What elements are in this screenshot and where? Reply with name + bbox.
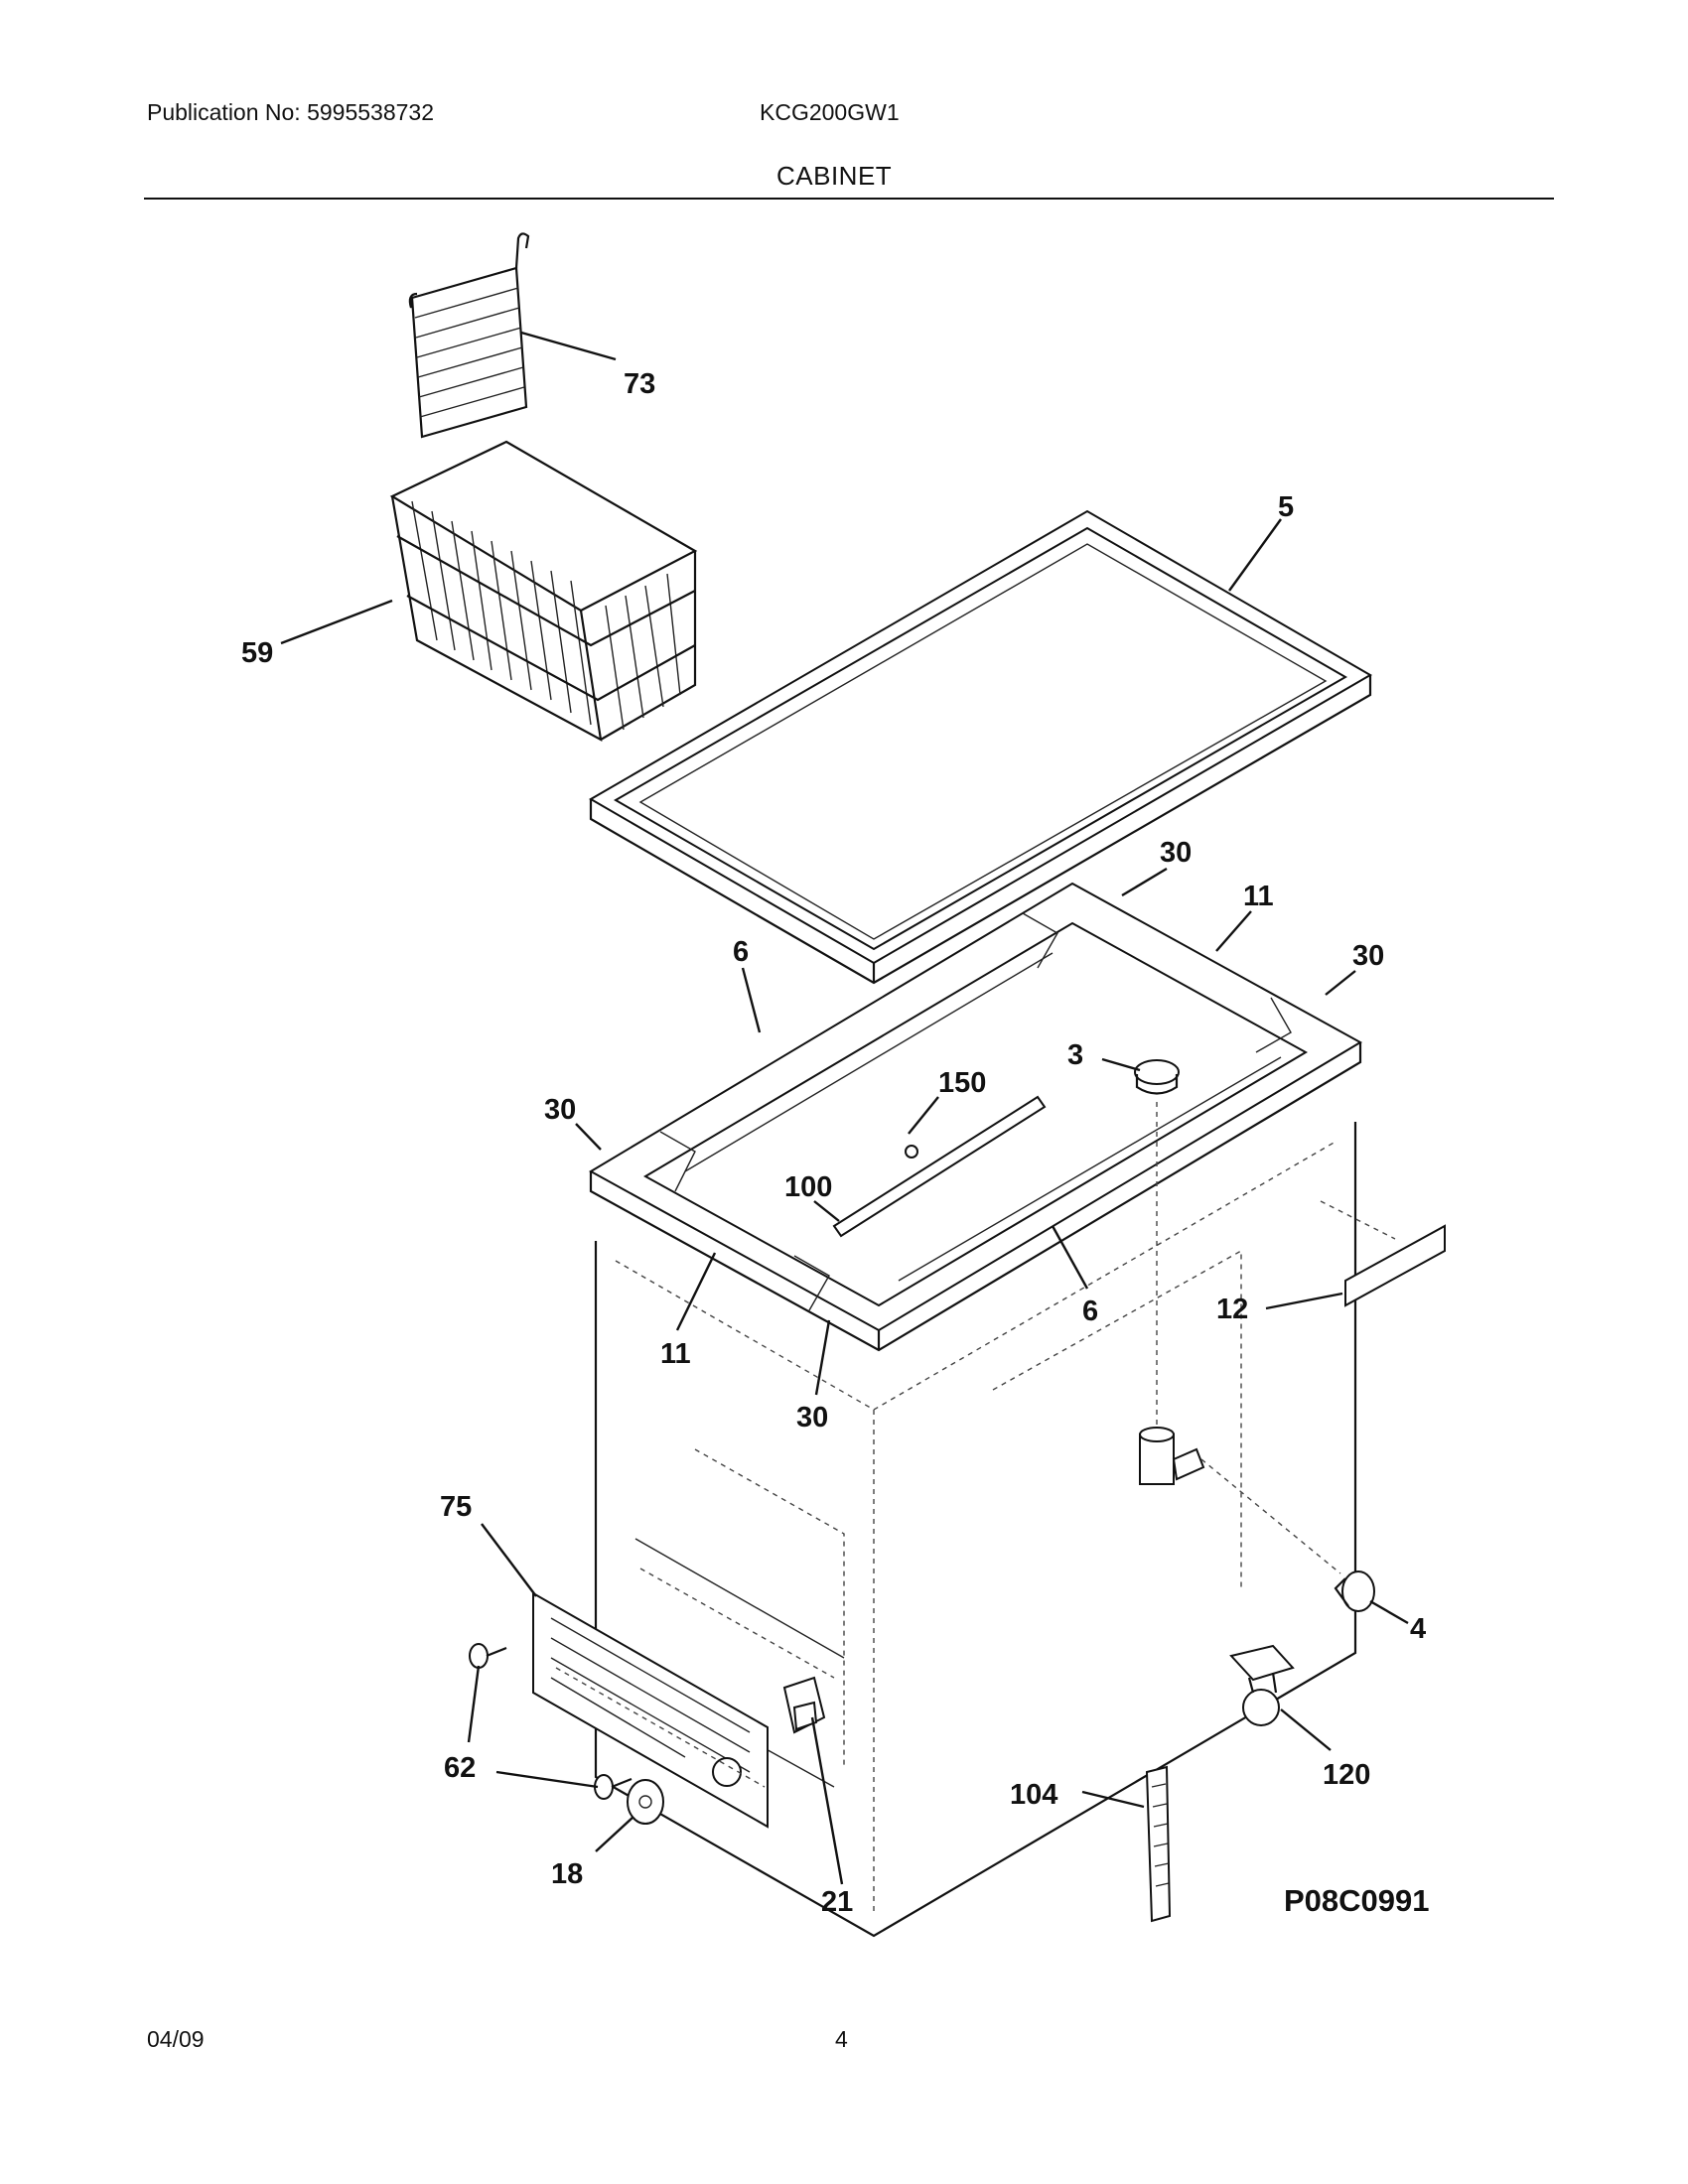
callout-6-left: 6 bbox=[733, 936, 749, 968]
callout-30-top: 30 bbox=[1160, 837, 1192, 869]
footer-date: 04/09 bbox=[147, 2026, 205, 2052]
callout-62: 62 bbox=[444, 1752, 476, 1784]
grille-75 bbox=[532, 1568, 835, 1829]
cabinet-body bbox=[594, 1122, 1357, 1938]
model-number: KCG200GW1 bbox=[760, 99, 900, 125]
callout-11-bottom: 11 bbox=[660, 1338, 691, 1370]
callout-150: 150 bbox=[938, 1067, 986, 1099]
publication-number: Publication No: 5995538732 bbox=[147, 99, 435, 125]
lid-frame-5 bbox=[589, 509, 1372, 985]
wire-shelf-73 bbox=[408, 232, 530, 439]
breaker-strip-frame bbox=[588, 882, 1363, 1352]
callout-leaders bbox=[280, 331, 1409, 1885]
callout-11-top: 11 bbox=[1243, 881, 1274, 912]
label-12 bbox=[1320, 1200, 1446, 1307]
callout-4: 4 bbox=[1410, 1613, 1426, 1645]
drain-plug-3 bbox=[1134, 1059, 1180, 1095]
callout-5: 5 bbox=[1278, 491, 1294, 523]
diagram-code: P08C0991 bbox=[1284, 1883, 1430, 1918]
callout-18: 18 bbox=[551, 1858, 583, 1890]
callout-30-left: 30 bbox=[544, 1094, 576, 1126]
thermostat-21 bbox=[782, 1676, 826, 1734]
callout-30-bottom: 30 bbox=[796, 1402, 828, 1433]
page-number: 4 bbox=[835, 2026, 848, 2052]
drain-cap-4 bbox=[1334, 1570, 1375, 1612]
callout-59: 59 bbox=[241, 637, 273, 669]
callout-73: 73 bbox=[624, 368, 655, 400]
knob-18 bbox=[627, 1779, 664, 1825]
header-rule bbox=[144, 198, 1554, 200]
caster-120 bbox=[1229, 1644, 1295, 1726]
callout-labels: 73 59 5 30 11 30 6 3 150 30 100 6 12 11 … bbox=[241, 368, 1426, 1918]
callout-6-right: 6 bbox=[1082, 1296, 1098, 1327]
thermometer-104 bbox=[1145, 1765, 1172, 1923]
callout-104: 104 bbox=[1010, 1779, 1057, 1811]
callout-21: 21 bbox=[821, 1886, 853, 1918]
callout-75: 75 bbox=[440, 1491, 472, 1523]
callout-100: 100 bbox=[784, 1171, 832, 1203]
callout-120: 120 bbox=[1323, 1759, 1370, 1791]
screws-62 bbox=[469, 1643, 633, 1800]
callout-3: 3 bbox=[1067, 1039, 1083, 1071]
bracket-100 bbox=[832, 1095, 1047, 1238]
callout-12: 12 bbox=[1216, 1294, 1248, 1325]
callout-30-right: 30 bbox=[1352, 940, 1384, 972]
drain-tube bbox=[1139, 1102, 1341, 1574]
wire-basket-59 bbox=[389, 440, 698, 743]
section-title: CABINET bbox=[776, 161, 893, 191]
